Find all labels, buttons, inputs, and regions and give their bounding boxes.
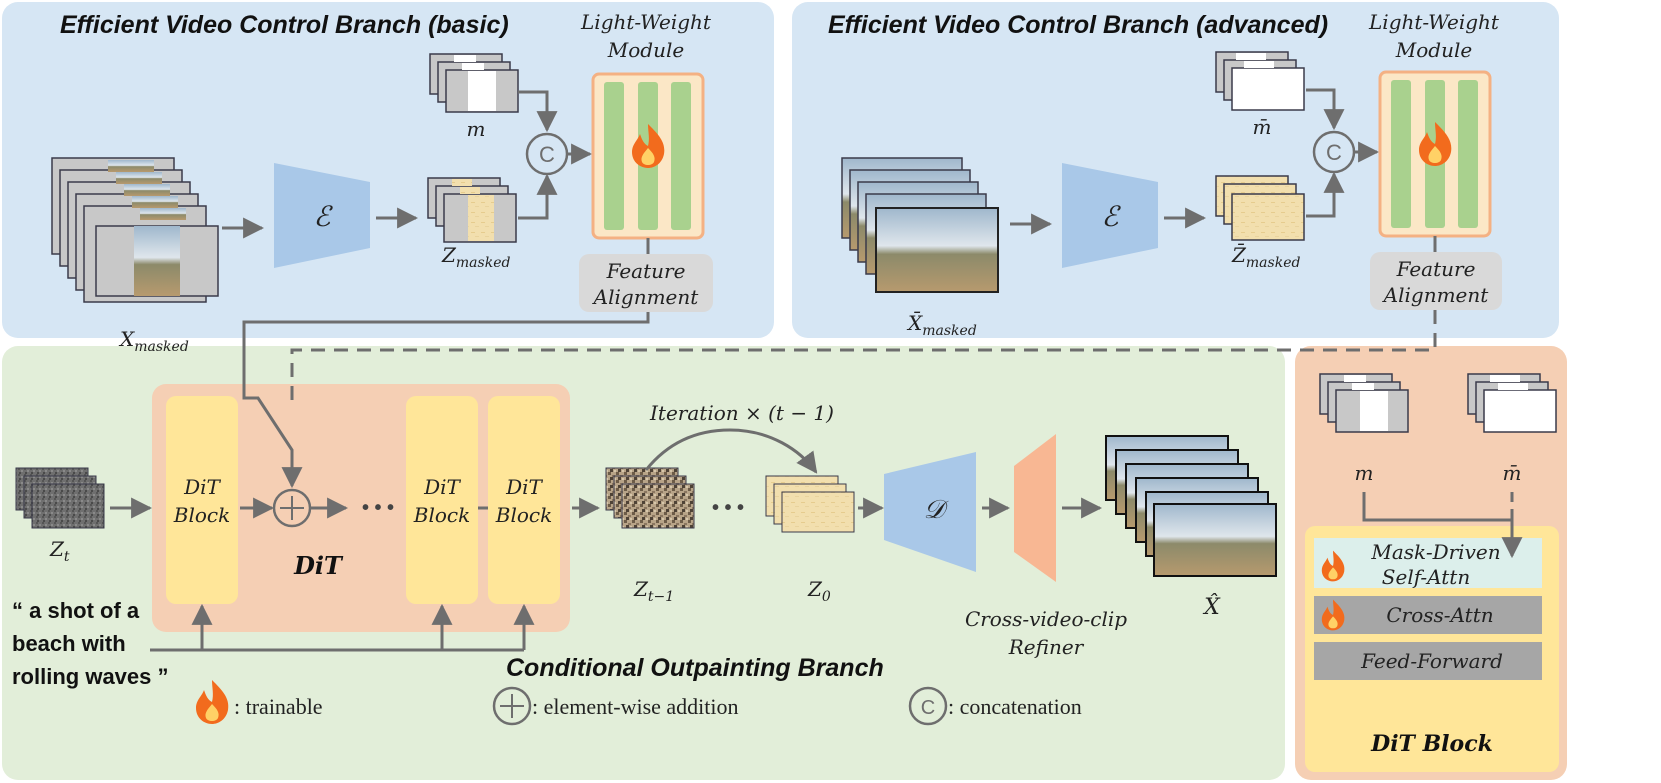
z-prev-label: Zt−1: [633, 577, 674, 605]
legend-addition-icon: [492, 686, 532, 726]
legend-concat-symbol: C: [921, 697, 935, 719]
advanced-latent-stack: [1215, 175, 1305, 241]
output-label: X̂: [1202, 594, 1221, 620]
prompt-line-3: rolling waves ”: [12, 664, 169, 689]
dit-block-2-line1: DiT: [423, 475, 461, 499]
dit-block-1-line1: DiT: [183, 475, 221, 499]
line-basic-align-to-dit: [242, 312, 650, 489]
arrow-mask-left-to-attn: [1362, 492, 1523, 559]
mask-attn-line-2: Self-Attn: [1382, 565, 1470, 589]
dit-block-1: [166, 396, 238, 604]
arrow-mask-to-concat-advanced: [1306, 88, 1345, 131]
z0-label: Z0: [807, 577, 831, 605]
basic-encoder: [274, 163, 370, 268]
basic-feature-align-2: Alignment: [592, 285, 700, 309]
advanced-lwm-title-1: Light-Weight: [1368, 10, 1500, 34]
basic-input-video-stack: [51, 157, 219, 303]
arrow-mask-to-concat-basic: [518, 90, 558, 133]
refiner-line-2: Refiner: [1008, 635, 1085, 659]
advanced-feature-alignment: [1370, 252, 1502, 310]
arrow-latent-to-concat-advanced: [1306, 171, 1345, 218]
dit-block-3-line2: Block: [495, 503, 552, 527]
basic-encoder-label: ℰ: [314, 200, 334, 233]
detail-mask-left-label: m: [1355, 461, 1374, 485]
basic-latent-label: Zmasked: [441, 243, 510, 271]
dit-label: DiT: [293, 551, 344, 580]
dit-block-2: [406, 396, 478, 604]
basic-mask-label: m: [467, 117, 486, 141]
dit-ellipsis: • • •: [362, 497, 394, 519]
refiner-line-1: Cross-video-clip: [965, 607, 1127, 631]
advanced-mask-label: m̄: [1253, 115, 1272, 139]
z-ellipsis: • • •: [712, 497, 744, 519]
z0-stack: [765, 475, 855, 533]
legend-concat-icon: [908, 686, 948, 726]
basic-input-label: Xmasked: [118, 327, 189, 355]
advanced-input-label: X̄masked: [906, 310, 977, 339]
dit-block-3: [488, 396, 560, 604]
line-advanced-align-dashed: [290, 310, 1437, 408]
advanced-encoder: [1062, 163, 1158, 268]
iteration-label: Iteration × (t − 1): [649, 401, 834, 425]
basic-feature-alignment: [579, 254, 713, 312]
prompt-line-1: “ a shot of a: [12, 598, 140, 623]
advanced-feature-align-2: Alignment: [1382, 283, 1490, 307]
legend-concat: : concatenation: [948, 694, 1082, 719]
advanced-latent-label: Z̄masked: [1231, 242, 1300, 271]
advanced-concat-symbol: C: [1326, 140, 1342, 165]
detail-mask-left-stack: [1319, 373, 1409, 433]
basic-lwm-title-2: Module: [607, 38, 684, 62]
basic-concat-symbol: C: [539, 142, 555, 167]
basic-lwm-title-1: Light-Weight: [580, 10, 712, 34]
refiner: [1014, 434, 1056, 582]
detail-mask-right-stack: [1467, 373, 1557, 433]
detail-block-title: DiT Block: [1370, 731, 1493, 757]
advanced-input-video-stack: [841, 157, 999, 293]
iteration-arc: [644, 428, 818, 474]
advanced-lwm-title-2: Module: [1395, 38, 1472, 62]
basic-mask-stack: [429, 53, 519, 113]
basic-branch-title: Efficient Video Control Branch (basic): [60, 11, 509, 39]
legend-addition: : element-wise addition: [532, 694, 739, 719]
basic-latent-stack: [427, 177, 517, 243]
cross-attn-label: Cross-Attn: [1386, 603, 1493, 627]
feed-forward: [1314, 642, 1542, 680]
dit-block-3-line1: DiT: [505, 475, 543, 499]
basic-feature-align-1: Feature: [606, 259, 686, 283]
advanced-encoder-label: ℰ: [1102, 200, 1122, 233]
z-prev-stack: [605, 467, 695, 529]
detail-mask-right-label: m̄: [1503, 461, 1522, 485]
prompt-line-2: beach with: [12, 631, 126, 656]
zt-label: Zt: [49, 537, 70, 565]
advanced-mask-stack: [1215, 51, 1305, 111]
advanced-branch-title: Efficient Video Control Branch (advanced…: [828, 11, 1328, 39]
legend-trainable: : trainable: [234, 694, 323, 719]
arrow-latent-to-concat-basic: [518, 173, 558, 220]
feed-forward-label: Feed-Forward: [1360, 649, 1503, 673]
cross-attn: [1314, 596, 1542, 634]
outpainting-branch-title: Conditional Outpainting Branch: [506, 654, 884, 682]
dit-block-2-line2: Block: [413, 503, 470, 527]
output-video-stack: [1105, 435, 1277, 577]
decoder: [884, 452, 976, 572]
zt-noise-stack: [15, 467, 105, 529]
mask-attn-line-1: Mask-Driven: [1370, 540, 1500, 564]
dit-block-1-line2: Block: [173, 503, 230, 527]
advanced-feature-align-1: Feature: [1396, 257, 1476, 281]
